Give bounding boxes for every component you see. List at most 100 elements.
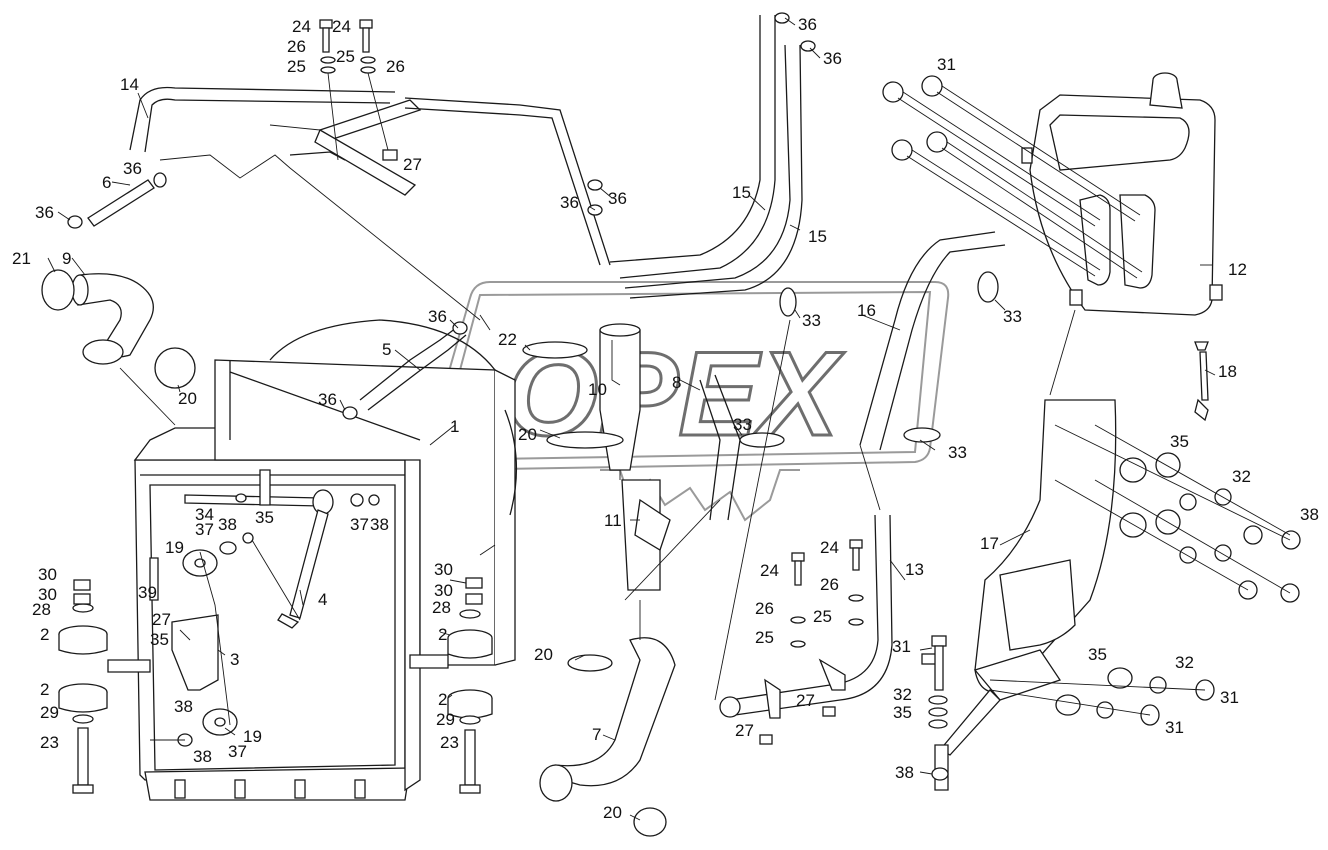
callout-28: 28 xyxy=(32,600,51,619)
callout-36: 36 xyxy=(798,15,817,34)
callout-25: 25 xyxy=(755,628,774,647)
callout-38: 38 xyxy=(218,515,237,534)
callout-20: 20 xyxy=(518,425,537,444)
callout-31: 31 xyxy=(937,55,956,74)
callout-32: 32 xyxy=(893,685,912,704)
callout-26: 26 xyxy=(755,599,774,618)
callout-27: 27 xyxy=(735,721,754,740)
callout-35: 35 xyxy=(1088,645,1107,664)
callout-26: 26 xyxy=(287,37,306,56)
callout-21: 21 xyxy=(12,249,31,268)
callout-28: 28 xyxy=(432,598,451,617)
callout-9: 9 xyxy=(62,249,71,268)
callout-19: 19 xyxy=(165,538,184,557)
callout-36: 36 xyxy=(428,307,447,326)
callout-31: 31 xyxy=(892,637,911,656)
callout-13: 13 xyxy=(905,560,924,579)
callout-35: 35 xyxy=(893,703,912,722)
callout-19: 19 xyxy=(243,727,262,746)
callout-30: 30 xyxy=(38,565,57,584)
callout-25: 25 xyxy=(813,607,832,626)
callout-32: 32 xyxy=(1175,653,1194,672)
tank-bracket xyxy=(934,399,1117,791)
callout-33: 33 xyxy=(1003,307,1022,326)
callout-37: 37 xyxy=(350,515,369,534)
callout-37: 37 xyxy=(228,742,247,761)
callout-7: 7 xyxy=(592,725,601,744)
callout-34: 34 xyxy=(195,505,214,524)
callout-29: 29 xyxy=(40,703,59,722)
callout-6: 6 xyxy=(102,173,111,192)
callout-14: 14 xyxy=(120,75,139,94)
callout-24: 24 xyxy=(820,538,839,557)
callout-26: 26 xyxy=(820,575,839,594)
callout-24: 24 xyxy=(332,17,351,36)
callout-27: 27 xyxy=(152,610,171,629)
callout-23: 23 xyxy=(440,733,459,752)
callout-38: 38 xyxy=(1300,505,1319,524)
radiator xyxy=(133,427,421,801)
callout-12: 12 xyxy=(1228,260,1247,279)
callout-37: 37 xyxy=(195,520,214,539)
callout-2: 2 xyxy=(40,625,49,644)
callout-35: 35 xyxy=(255,508,274,527)
callout-5: 5 xyxy=(382,340,391,359)
bolts-top xyxy=(319,19,864,745)
callout-2: 2 xyxy=(438,625,447,644)
callout-38: 38 xyxy=(193,747,212,766)
callout-30: 30 xyxy=(38,585,57,604)
callout-16: 16 xyxy=(857,301,876,320)
callout-23: 23 xyxy=(40,733,59,752)
callout-27: 27 xyxy=(403,155,422,174)
callout-33: 33 xyxy=(948,443,967,462)
callout-31: 31 xyxy=(1220,688,1239,707)
callout-38: 38 xyxy=(370,515,389,534)
expansion-tank xyxy=(882,72,1223,422)
callout-39: 39 xyxy=(138,583,157,602)
callout-36: 36 xyxy=(560,193,579,212)
callout-10: 10 xyxy=(588,380,607,399)
callout-3: 3 xyxy=(230,650,239,669)
callout-38: 38 xyxy=(895,763,914,782)
callout-26: 26 xyxy=(386,57,405,76)
mount-pads xyxy=(58,577,493,794)
callout-18: 18 xyxy=(1218,362,1237,381)
callout-30: 30 xyxy=(434,581,453,600)
callout-15: 15 xyxy=(808,227,827,246)
callout-numbers: 1 2 2 2 2 3 4 5 6 7 8 9 10 11 12 13 14 1… xyxy=(12,15,1319,822)
callout-24: 24 xyxy=(760,561,779,580)
callout-2: 2 xyxy=(40,680,49,699)
callout-36: 36 xyxy=(318,390,337,409)
callout-36: 36 xyxy=(608,189,627,208)
callout-4: 4 xyxy=(318,590,327,609)
callout-2: 2 xyxy=(438,690,447,709)
callout-33: 33 xyxy=(802,311,821,330)
callout-22: 22 xyxy=(498,330,517,349)
clamps xyxy=(67,12,999,837)
callout-27: 27 xyxy=(796,691,815,710)
callout-15: 15 xyxy=(732,183,751,202)
callout-20: 20 xyxy=(178,389,197,408)
callout-11: 11 xyxy=(604,511,622,530)
callout-35: 35 xyxy=(1170,432,1189,451)
callout-25: 25 xyxy=(336,47,355,66)
callout-30: 30 xyxy=(434,560,453,579)
callout-33: 33 xyxy=(733,415,752,434)
callout-36: 36 xyxy=(35,203,54,222)
callout-20: 20 xyxy=(534,645,553,664)
callout-35: 35 xyxy=(150,630,169,649)
callout-29: 29 xyxy=(436,710,455,729)
fasteners-right xyxy=(921,424,1301,781)
callout-31: 31 xyxy=(1165,718,1184,737)
hoses xyxy=(41,15,1006,802)
callout-36: 36 xyxy=(123,159,142,178)
callout-20: 20 xyxy=(603,803,622,822)
leader-lines xyxy=(47,17,1216,821)
callout-1: 1 xyxy=(450,417,459,436)
callout-32: 32 xyxy=(1232,467,1251,486)
callout-17: 17 xyxy=(980,534,999,553)
callout-25: 25 xyxy=(287,57,306,76)
callout-8: 8 xyxy=(672,373,681,392)
callout-36: 36 xyxy=(823,49,842,68)
